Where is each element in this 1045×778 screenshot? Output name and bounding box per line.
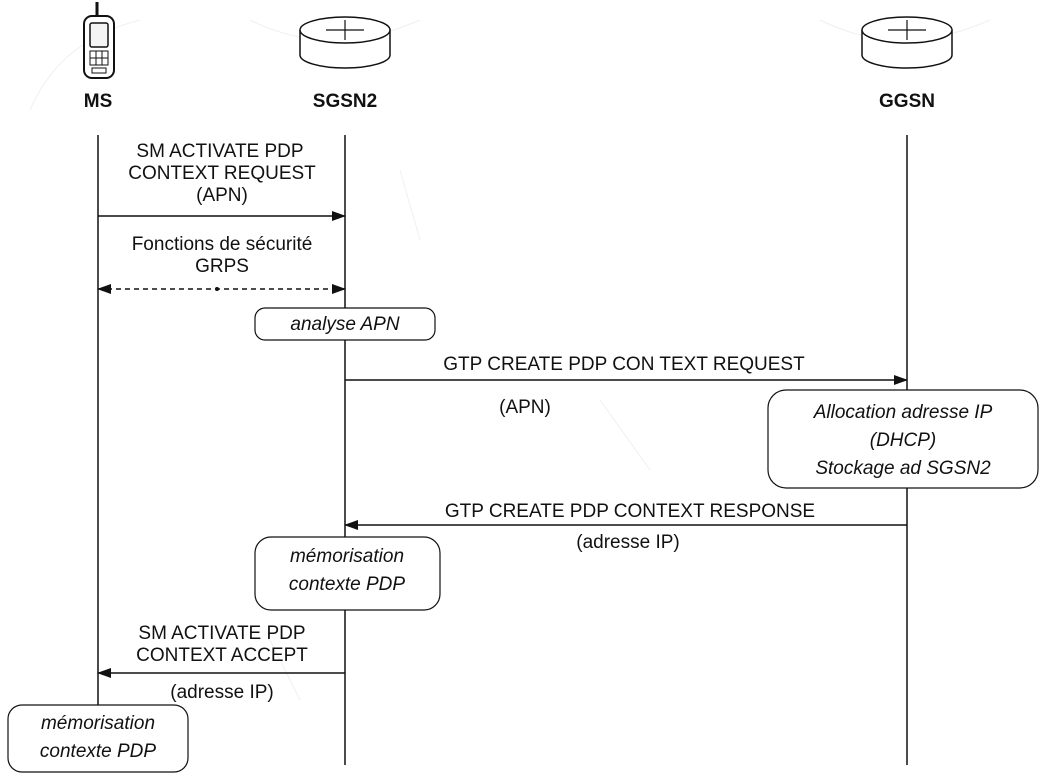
note-text: analyse APN xyxy=(290,314,399,335)
note-text: (DHCP) xyxy=(870,430,937,451)
note-text: contexte PDP xyxy=(289,574,405,595)
entity-label-ggsn: GGSN xyxy=(879,91,935,112)
note-text: Allocation adresse IP xyxy=(813,402,993,423)
message-sublabel: (adresse IP) xyxy=(170,682,273,703)
message-label: Fonctions de sécurité xyxy=(132,234,313,255)
router-icon xyxy=(861,16,953,69)
note-text: contexte PDP xyxy=(40,741,156,762)
entity-label-ms: MS xyxy=(84,91,113,112)
entity-label-sgsn2: SGSN2 xyxy=(313,91,377,112)
message-label: GRPS xyxy=(195,256,249,277)
note-box xyxy=(254,307,436,341)
message-label: SM ACTIVATE PDP xyxy=(138,623,305,644)
message-label: CONTEXT REQUEST xyxy=(128,163,316,184)
message-sublabel: (APN) xyxy=(499,397,551,418)
message-label: CONTEXT ACCEPT xyxy=(136,645,308,666)
message-label: SM ACTIVATE PDP xyxy=(136,141,303,162)
note-box xyxy=(254,536,441,611)
note-text: mémorisation xyxy=(41,713,155,734)
router-icon xyxy=(299,16,391,69)
note-text: mémorisation xyxy=(290,546,404,567)
message-label: GTP CREATE PDP CONTEXT RESPONSE xyxy=(445,501,815,522)
mobile-phone-icon xyxy=(83,2,115,79)
message-label: (APN) xyxy=(196,185,248,206)
note-box xyxy=(7,704,189,773)
note-box xyxy=(767,389,1039,489)
message-arrow-dot xyxy=(215,287,219,291)
note-text: Stockage ad SGSN2 xyxy=(815,458,991,479)
message-label: GTP CREATE PDP CON TEXT REQUEST xyxy=(443,354,805,375)
message-sublabel: (adresse IP) xyxy=(576,532,679,553)
